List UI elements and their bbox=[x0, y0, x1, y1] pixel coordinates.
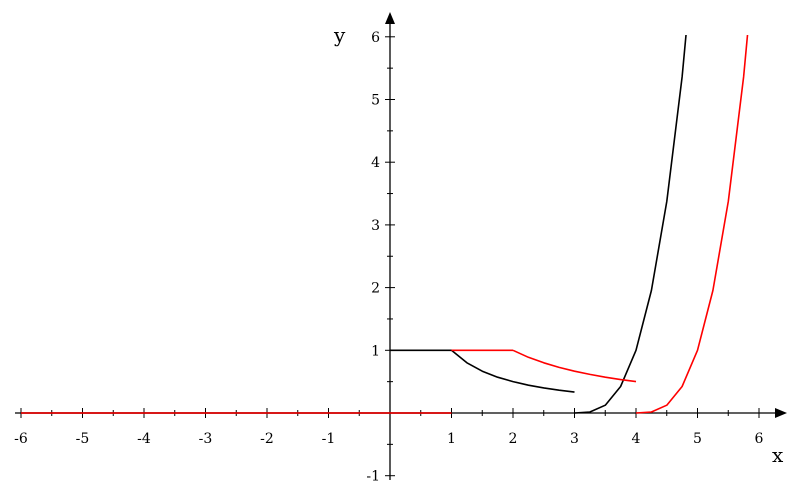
axes bbox=[15, 12, 787, 480]
x-tick-label: -2 bbox=[260, 431, 274, 447]
y-axis-label: y bbox=[333, 23, 346, 47]
x-axis-arrow bbox=[775, 408, 787, 418]
x-tick-label: -1 bbox=[322, 431, 336, 447]
x-tick-label: 6 bbox=[755, 431, 764, 447]
x-tick-label: 3 bbox=[570, 431, 579, 447]
series-layer bbox=[21, 35, 749, 414]
y-axis-arrow bbox=[385, 12, 395, 24]
x-tick-label: -6 bbox=[14, 431, 28, 447]
x-tick-label: 4 bbox=[632, 431, 641, 447]
y-tick-label: 2 bbox=[371, 281, 380, 297]
y-tick-label: 3 bbox=[371, 218, 380, 234]
x-tick-label: -5 bbox=[76, 431, 90, 447]
y-tick-label: 5 bbox=[371, 93, 380, 109]
series-segment bbox=[574, 35, 687, 414]
x-tick-label: 5 bbox=[693, 431, 702, 447]
x-tick-label: 1 bbox=[447, 431, 456, 447]
x-tick-label: 2 bbox=[509, 431, 518, 447]
series-segment bbox=[635, 35, 749, 414]
x-tick-label: -3 bbox=[199, 431, 213, 447]
series-segment bbox=[512, 349, 637, 383]
y-tick-label: -1 bbox=[366, 469, 380, 485]
x-axis-label: x bbox=[772, 443, 784, 467]
tick-labels: -6 -5 -4 -3 -2 -1 1 2 3 4 5 6 -1 1 2 3 4 5 6 bbox=[14, 30, 763, 485]
y-tick-label: 4 bbox=[371, 155, 380, 171]
y-tick-label: 6 bbox=[371, 30, 380, 46]
x-tick-label: -4 bbox=[137, 431, 151, 447]
y-tick-label: 1 bbox=[371, 343, 380, 359]
series-red bbox=[21, 35, 749, 414]
series-segment bbox=[450, 349, 575, 393]
